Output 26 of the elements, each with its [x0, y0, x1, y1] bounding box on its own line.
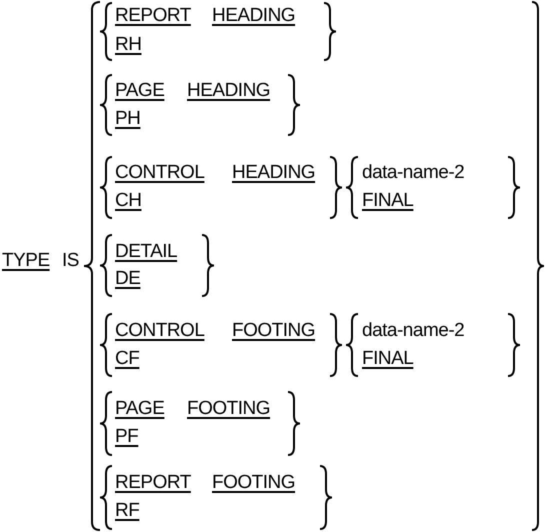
- keyword: REPORT: [115, 472, 191, 494]
- keyword: FOOTING: [212, 472, 296, 494]
- keyword: CONTROL: [115, 162, 204, 184]
- keyword: FINAL: [362, 348, 414, 370]
- keyword: CF: [115, 348, 140, 370]
- keyword: FOOTING: [187, 398, 270, 420]
- placeholder-text: data-name-2: [362, 162, 464, 184]
- keyword: HEADING: [212, 5, 296, 27]
- keyword: FINAL: [362, 190, 414, 212]
- keyword: CH: [115, 190, 142, 212]
- syntax-word: IS: [62, 250, 79, 272]
- keyword: CONTROL: [115, 320, 204, 342]
- keyword: DE: [115, 268, 140, 290]
- keyword: DETAIL: [115, 241, 178, 263]
- keyword: TYPE: [2, 250, 50, 272]
- keyword: HEADING: [232, 162, 316, 184]
- keyword: RH: [115, 34, 142, 56]
- keyword: PAGE: [115, 398, 164, 420]
- keyword: REPORT: [115, 5, 191, 27]
- keyword: PAGE: [115, 80, 164, 102]
- keyword: RF: [115, 500, 140, 522]
- keyword: FOOTING: [232, 320, 316, 342]
- keyword: HEADING: [187, 80, 270, 102]
- keyword: PH: [115, 108, 140, 130]
- keyword: PF: [115, 426, 138, 448]
- placeholder-text: data-name-2: [362, 320, 464, 342]
